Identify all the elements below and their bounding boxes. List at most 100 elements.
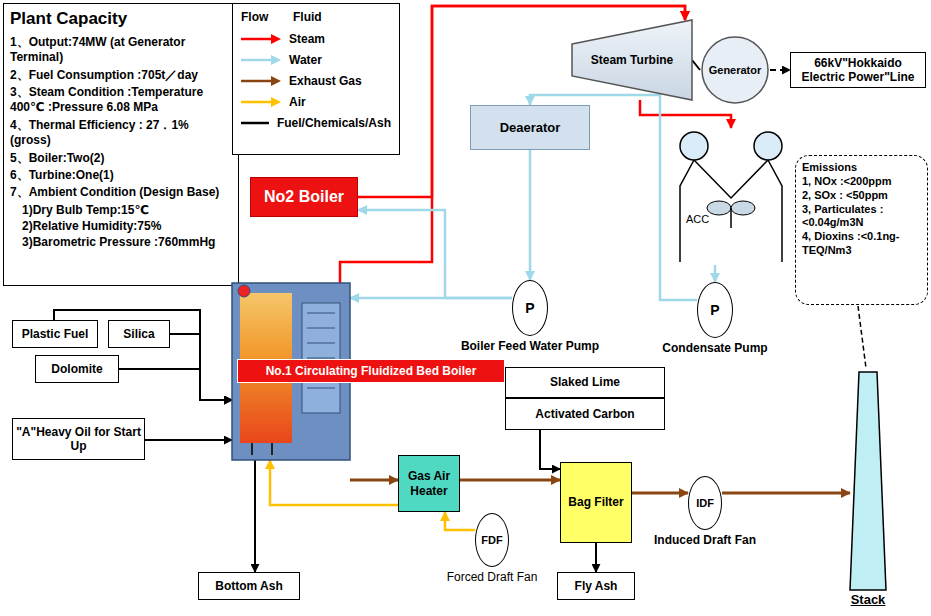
node-text: 3、Steam Condition :Temperature 400℃ :Pre… xyxy=(10,85,232,116)
legend-box: FlowFluidSteamWaterExhaust GasAirFuel/Ch… xyxy=(232,3,400,155)
node-text: Slaked Lime xyxy=(550,375,620,389)
generator-circle: Generator xyxy=(700,35,770,105)
node-text: 1、Output:74MW (at Generator Terminal) xyxy=(10,35,232,66)
fan-symbol: IDFInduced Draft Fan xyxy=(688,476,722,530)
emission-callout: Emissions 1, NOx :<200ppm2, SOx : <50ppm3… xyxy=(795,155,928,305)
callout-tail xyxy=(858,306,866,368)
legend-swatch xyxy=(241,118,269,128)
flow-line xyxy=(270,460,398,505)
legend-text: Fuel/Chemicals/Ash xyxy=(277,116,391,130)
filter-box: Bag Filter xyxy=(560,462,632,543)
node-text: 3)Barometric Pressure :760mmHg xyxy=(10,235,232,250)
node-text: Gas Air Heater xyxy=(399,469,459,498)
node-text: FDF xyxy=(481,534,502,546)
deaerator-box: Deaerator xyxy=(470,105,590,150)
legend-text: Steam xyxy=(289,32,325,46)
flow-line xyxy=(770,69,790,71)
node-text: 2、Fuel Consumption :705t／day xyxy=(10,68,232,83)
node-text: 2)Relative Humidity:75% xyxy=(10,219,232,234)
input-box: Plastic Fuel xyxy=(12,320,98,348)
node-text: IDF xyxy=(696,497,714,509)
stack-symbol: Stack xyxy=(850,372,886,590)
legend-text: Air xyxy=(289,95,306,109)
legend-row: Steam xyxy=(241,32,391,46)
node-text: 3, Particulates :<0.04g/m3N xyxy=(802,203,921,231)
chemical-box: Activated Carbon xyxy=(505,398,665,430)
legend-header: FlowFluid xyxy=(241,10,391,24)
node-text: Generator xyxy=(709,64,762,76)
pump-symbol: PBoiler Feed Water Pump xyxy=(512,280,548,336)
node-text: P xyxy=(525,300,534,316)
spec-box: Plant Capacity 1、Output:74MW (at Generato… xyxy=(3,3,239,286)
flow-line xyxy=(350,479,398,482)
node-text: Deaerator xyxy=(500,120,561,135)
legend-row: Water xyxy=(241,53,391,67)
flow-line xyxy=(722,492,850,495)
legend-swatch xyxy=(241,97,281,107)
grid-line-box: 66kV"Hokkaido Electric Power"Line xyxy=(790,52,926,88)
node-text: Stack xyxy=(851,592,886,607)
node-text: No2 Boiler xyxy=(264,188,344,206)
legend-swatch xyxy=(241,34,281,44)
node-text: 7、Ambient Condition (Design Base) xyxy=(10,185,232,200)
flow-line xyxy=(460,479,560,482)
pump-symbol: PCondensate Pump xyxy=(697,282,733,338)
legend-row: Exhaust Gas xyxy=(241,74,391,88)
flow-line xyxy=(692,60,700,70)
node-text: 1, NOx :<200ppm xyxy=(802,175,921,189)
flow-line xyxy=(632,492,688,495)
node-text: Boiler Feed Water Pump xyxy=(461,339,599,353)
legend-text: Exhaust Gas xyxy=(289,74,362,88)
node-text: 6、Turbine:One(1) xyxy=(10,168,232,183)
flow-line xyxy=(145,439,232,441)
condenser-symbol: ACC xyxy=(672,128,790,265)
node-text: 2, SOx : <50ppm xyxy=(802,189,921,203)
node-text: Steam Turbine xyxy=(591,53,673,67)
node-text: 4, Dioxins :<0.1ng-TEQ/Nm3 xyxy=(802,230,921,258)
node-text: Bottom Ash xyxy=(215,579,283,593)
flow-line xyxy=(529,150,532,280)
node-text: Fly Ash xyxy=(575,579,618,593)
node-text: Forced Draft Fan xyxy=(447,570,538,584)
boiler-box: No2 Boiler xyxy=(250,177,358,217)
node-text: Emissions xyxy=(802,161,921,173)
legend-heading: Fluid xyxy=(293,10,322,24)
boiler-illustration: No.1 Circulating Fluidized Bed Boiler xyxy=(232,283,350,460)
input-box: "A"Heavy Oil for Start Up xyxy=(12,418,145,460)
node-text: Condensate Pump xyxy=(662,341,767,355)
node-text: Silica xyxy=(123,327,154,341)
legend-row: Fuel/Chemicals/Ash xyxy=(241,116,391,130)
legend-row: Air xyxy=(241,95,391,109)
output-box: Fly Ash xyxy=(557,572,635,600)
node-text: 5、Boiler:Two(2) xyxy=(10,151,232,166)
input-box: Dolomite xyxy=(35,355,119,383)
node-text: Induced Draft Fan xyxy=(654,533,756,547)
chemical-box: Slaked Lime xyxy=(505,367,665,398)
node-text: Plant Capacity xyxy=(10,9,232,29)
node-text: 4、Thermal Efficiency : 27．1% (gross) xyxy=(10,118,232,149)
node-text: ACC xyxy=(686,213,709,225)
node-text: "A"Heavy Oil for Start Up xyxy=(13,425,144,454)
output-box: Bottom Ash xyxy=(198,572,300,600)
legend-heading: Flow xyxy=(241,10,293,24)
flow-line xyxy=(119,369,232,400)
node-text: Activated Carbon xyxy=(535,407,634,421)
node-text: Bag Filter xyxy=(568,495,623,509)
flow-line xyxy=(254,460,256,572)
legend-text: Water xyxy=(289,53,322,67)
legend-swatch xyxy=(241,55,281,65)
legend-swatch xyxy=(241,76,281,86)
flow-line xyxy=(445,512,475,530)
heater-box: Gas Air Heater xyxy=(398,455,460,512)
flow-line xyxy=(358,210,512,298)
flow-line xyxy=(595,543,597,572)
flow-line xyxy=(640,100,731,128)
node-text: P xyxy=(710,302,719,318)
flow-line xyxy=(540,430,560,469)
flow-line xyxy=(714,265,717,282)
turbine-symbol: Steam Turbine xyxy=(572,20,692,100)
node-text: 1)Dry Bulb Temp:15℃ xyxy=(10,203,232,218)
node-text: Plastic Fuel xyxy=(22,327,89,341)
node-text: Dolomite xyxy=(51,362,102,376)
node-text: 66kV"Hokkaido Electric Power"Line xyxy=(791,56,925,85)
